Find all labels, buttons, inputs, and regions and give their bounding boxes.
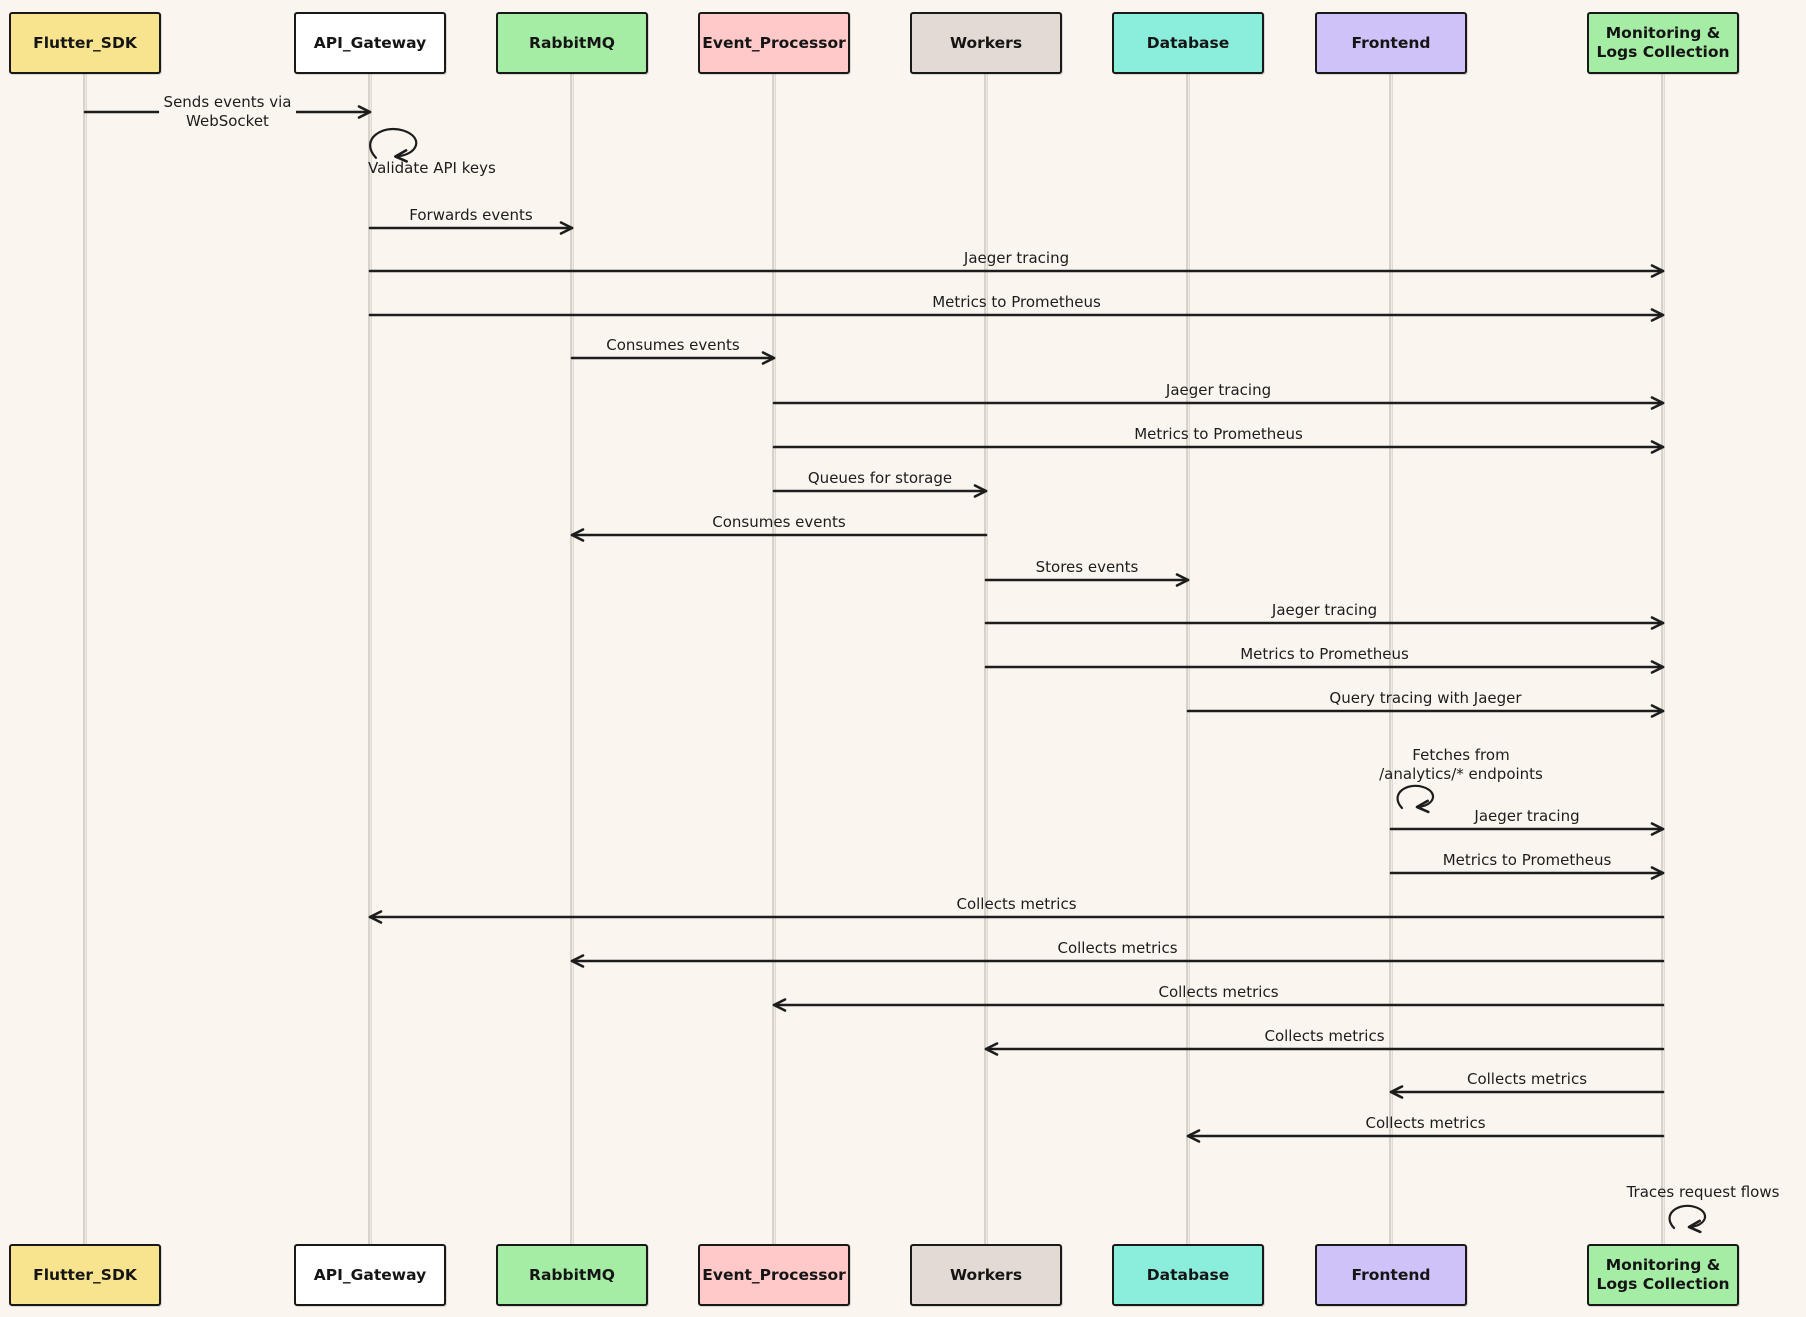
- participant-workers-top-box: Workers: [910, 12, 1062, 74]
- participant-monitoring-top-box: Monitoring & Logs Collection: [1587, 12, 1739, 74]
- participant-label: Flutter_SDK: [33, 1265, 137, 1284]
- participant-event_processor-bottom-box: Event_Processor: [698, 1244, 850, 1306]
- message-label-13: Query tracing with Jaeger: [1329, 689, 1522, 707]
- participant-label: Monitoring & Logs Collection: [1596, 24, 1730, 61]
- participant-database-top-box: Database: [1112, 12, 1264, 74]
- self-message-label-14: Fetches from /analytics/* endpoints: [1379, 746, 1543, 783]
- participant-label: RabbitMQ: [529, 33, 615, 52]
- message-label-15: Jaeger tracing: [1474, 807, 1580, 825]
- participant-workers-bottom-box: Workers: [910, 1244, 1062, 1306]
- participant-label: Workers: [949, 33, 1023, 52]
- participant-api_gateway-bottom-box: API_Gateway: [294, 1244, 446, 1306]
- message-label-6: Jaeger tracing: [1165, 381, 1272, 399]
- participant-label: Workers: [949, 1265, 1023, 1284]
- participant-monitoring-bottom-box: Monitoring & Logs Collection: [1587, 1244, 1739, 1306]
- participant-label: Database: [1146, 33, 1230, 52]
- participant-label: Monitoring & Logs Collection: [1596, 1256, 1730, 1293]
- participant-database-bottom-box: Database: [1112, 1244, 1264, 1306]
- participant-label: Database: [1146, 1265, 1230, 1284]
- self-message-arc-23: [1668, 1204, 1706, 1234]
- message-label-3: Jaeger tracing: [963, 249, 1070, 267]
- message-label-19: Collects metrics: [1158, 983, 1279, 1001]
- participant-frontend-top-box: Frontend: [1315, 12, 1467, 74]
- message-label-5: Consumes events: [606, 336, 740, 354]
- message-label-7: Metrics to Prometheus: [1134, 425, 1303, 443]
- message-label-10: Stores events: [1035, 558, 1139, 576]
- message-label-11: Jaeger tracing: [1271, 601, 1378, 619]
- participant-label: Flutter_SDK: [33, 33, 137, 52]
- participant-label: Event_Processor: [702, 33, 846, 52]
- message-label-16: Metrics to Prometheus: [1442, 851, 1612, 869]
- participant-flutter_sdk-top-box: Flutter_SDK: [9, 12, 161, 74]
- self-message-arc-14: [1396, 784, 1434, 814]
- self-message-arc-1: [369, 128, 418, 163]
- message-label-12: Metrics to Prometheus: [1240, 645, 1409, 663]
- message-label-18: Collects metrics: [1057, 939, 1178, 957]
- participant-frontend-bottom-box: Frontend: [1315, 1244, 1467, 1306]
- message-label-2: Forwards events: [409, 206, 533, 224]
- message-label-8: Queues for storage: [807, 469, 953, 487]
- participant-rabbitmq-bottom-box: RabbitMQ: [496, 1244, 648, 1306]
- participant-label: Frontend: [1351, 33, 1431, 52]
- participant-label: Frontend: [1351, 1265, 1431, 1284]
- self-message-label-23: Traces request flows: [1626, 1183, 1780, 1201]
- participant-flutter_sdk-bottom-box: Flutter_SDK: [9, 1244, 161, 1306]
- participant-event_processor-top-box: Event_Processor: [698, 12, 850, 74]
- message-label-9: Consumes events: [712, 513, 846, 531]
- message-label-0: Sends events via WebSocket: [158, 93, 297, 131]
- message-label-20: Collects metrics: [1264, 1027, 1385, 1045]
- participant-label: Event_Processor: [702, 1265, 846, 1284]
- participant-api_gateway-top-box: API_Gateway: [294, 12, 446, 74]
- participant-label: API_Gateway: [313, 1265, 427, 1284]
- participant-label: RabbitMQ: [529, 1265, 615, 1284]
- self-message-label-1: Validate API keys: [368, 159, 496, 177]
- message-label-22: Collects metrics: [1365, 1114, 1486, 1132]
- message-label-4: Metrics to Prometheus: [932, 293, 1101, 311]
- message-label-21: Collects metrics: [1466, 1070, 1588, 1088]
- message-label-17: Collects metrics: [956, 895, 1077, 913]
- participant-label: API_Gateway: [313, 33, 427, 52]
- participant-rabbitmq-top-box: RabbitMQ: [496, 12, 648, 74]
